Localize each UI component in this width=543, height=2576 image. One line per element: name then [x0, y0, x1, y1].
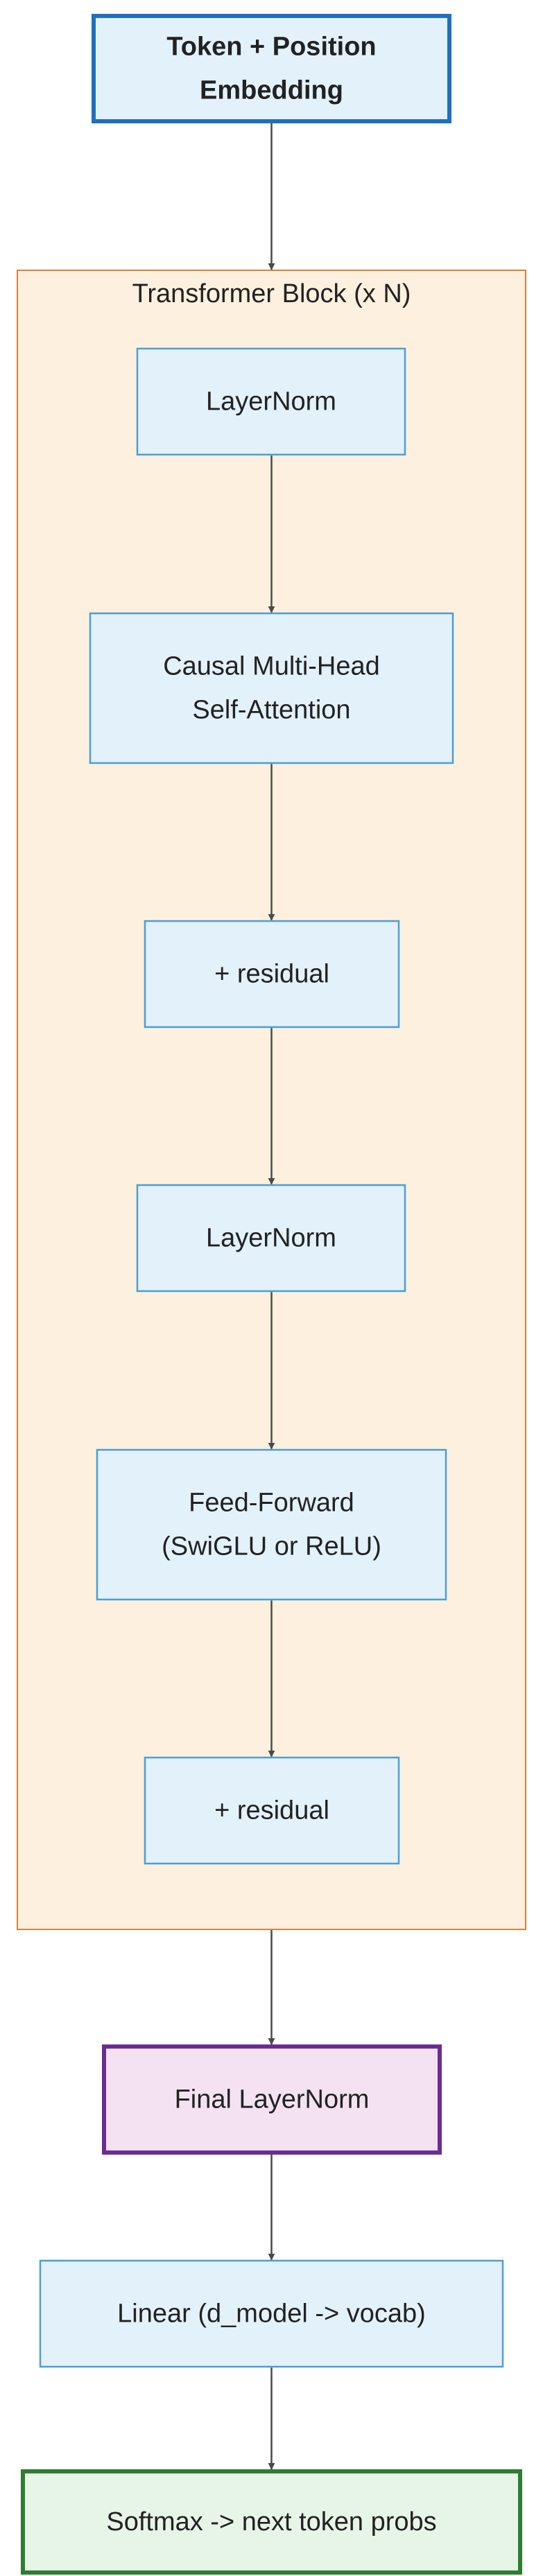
node-linear: Linear (d_model -> vocab): [39, 2259, 504, 2368]
node-attn-box: [89, 612, 454, 764]
node-ffn-label-line-1: Feed-Forward: [189, 1489, 354, 1518]
node-ln1-label-line-1: LayerNorm: [206, 387, 336, 417]
node-ln1: LayerNorm: [136, 347, 406, 456]
node-res2-box: [144, 1756, 400, 1865]
node-embedding-label-line-1: Token + Position: [166, 33, 376, 62]
node-ffn-label-line-2: (SwiGLU or ReLU): [162, 1532, 381, 1561]
node-embedding-box: [92, 14, 451, 123]
node-ln2: LayerNorm: [136, 1184, 406, 1293]
node-res2: + residual: [144, 1756, 400, 1865]
node-softmax-box: [21, 2469, 522, 2575]
node-ln1-box: [136, 347, 406, 456]
node-softmax-label-line-1: Softmax -> next token probs: [106, 2507, 436, 2536]
node-final-ln-box: [102, 2044, 442, 2155]
nodes-layer: Token + PositionEmbeddingLayerNormCausal…: [21, 14, 522, 2575]
node-res2-label-line-1: + residual: [214, 1796, 329, 1825]
node-ln2-label-line-1: LayerNorm: [206, 1224, 336, 1253]
node-final-ln-label-line-1: Final LayerNorm: [175, 2085, 370, 2114]
node-embedding-label-line-2: Embedding: [200, 76, 343, 105]
transformer-block-label: Transformer Block (x N): [132, 279, 411, 308]
node-res1: + residual: [144, 920, 400, 1028]
node-linear-box: [39, 2259, 504, 2368]
node-ffn: Feed-Forward (SwiGLU or ReLU): [96, 1448, 447, 1601]
node-softmax: Softmax -> next token probs: [21, 2469, 522, 2575]
node-ffn-box: [96, 1448, 447, 1601]
node-final-ln: Final LayerNorm: [102, 2044, 442, 2155]
node-attn-label-line-1: Causal Multi-Head: [163, 652, 380, 681]
node-ln2-box: [136, 1184, 406, 1293]
node-attn-label-line-2: Self-Attention: [192, 696, 350, 725]
node-linear-label-line-1: Linear (d_model -> vocab): [117, 2299, 426, 2329]
node-res1-label-line-1: + residual: [214, 960, 329, 989]
node-res1-box: [144, 920, 400, 1028]
